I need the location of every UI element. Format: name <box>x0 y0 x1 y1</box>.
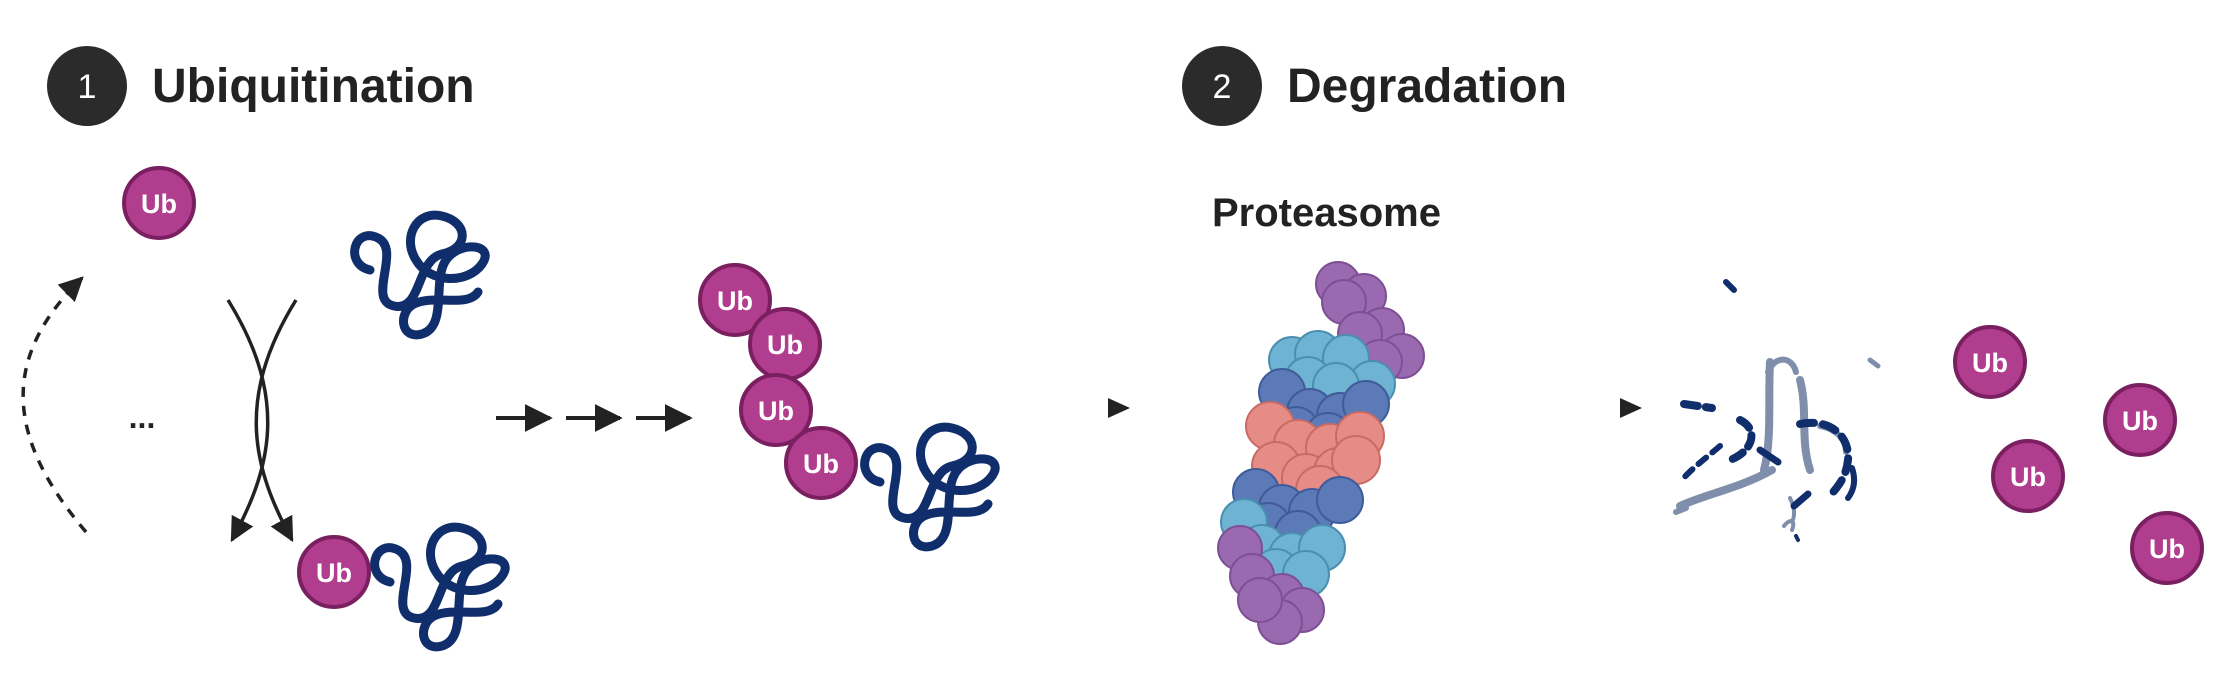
step-2-number: 2 <box>1213 68 1232 106</box>
svg-text:Ub: Ub <box>758 396 794 426</box>
step-1-header: 1 Ubiquitination <box>47 46 475 126</box>
proteasome-label: Proteasome <box>1212 191 1441 235</box>
polyubiquitinated-protein: Ub Ub Ub Ub <box>698 263 995 547</box>
step-2-badge <box>1182 46 1262 126</box>
reaction-arrow-right <box>254 299 298 543</box>
step-1-number: 1 <box>78 68 97 106</box>
svg-text:Ub: Ub <box>141 189 177 219</box>
svg-text:Ub: Ub <box>717 286 753 316</box>
substrate-protein <box>355 215 486 335</box>
recycle-dashed-arrow <box>21 276 88 534</box>
released-ubiquitins: Ub Ub Ub Ub <box>1953 325 2204 585</box>
free-ubiquitin: Ub <box>122 166 196 240</box>
svg-text:Ub: Ub <box>2122 406 2158 436</box>
ellipsis-text: ... <box>129 399 156 435</box>
step-2-header: 2 Degradation <box>1182 46 1567 126</box>
svg-text:Ub: Ub <box>316 558 352 588</box>
step-1-badge <box>47 46 127 126</box>
svg-text:Ub: Ub <box>2149 534 2185 564</box>
reaction-arrow-left <box>226 299 270 543</box>
svg-text:Ub: Ub <box>1972 348 2008 378</box>
step-2-title: Degradation <box>1287 60 1567 113</box>
proteasome <box>1217 261 1425 645</box>
svg-text:Ub: Ub <box>2010 462 2046 492</box>
monoubiquitinated-protein: Ub <box>297 527 505 647</box>
svg-text:Ub: Ub <box>803 449 839 479</box>
svg-text:Ub: Ub <box>767 330 803 360</box>
peptide-fragments <box>1673 279 1881 542</box>
step-1-title: Ubiquitination <box>152 60 475 113</box>
